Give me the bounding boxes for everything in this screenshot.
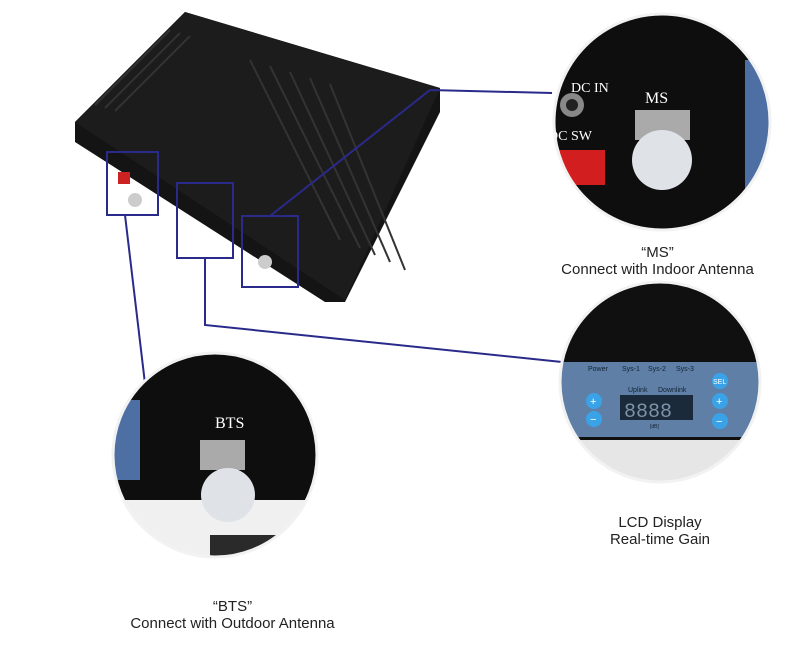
ms-caption-description: Connect with Indoor Antenna <box>561 261 754 278</box>
bts-caption: “BTS” Connect with Outdoor Antenna <box>90 598 375 632</box>
repeater-device <box>75 12 440 302</box>
sel-label: SEL <box>713 379 726 386</box>
sys1-label: Sys-1 <box>622 366 640 373</box>
dc-sw-label: DC SW <box>548 129 593 144</box>
bts-connector <box>128 193 142 207</box>
minus-label: − <box>716 416 722 428</box>
power-switch <box>118 172 130 184</box>
plus-label: + <box>716 396 722 408</box>
plus-button-right <box>712 393 728 409</box>
ms-caption: “MS” Connect with Indoor Antenna <box>520 244 795 278</box>
bts-port-label: BTS <box>215 415 244 432</box>
unit-label: [dB] <box>650 424 660 430</box>
minus-label: − <box>590 414 596 426</box>
lcd-zoom-circle: Power Sys-1 Sys-2 Sys-3 Uplink Downlink … <box>560 282 760 482</box>
lcd-caption-description: Real-time Gain <box>609 531 711 548</box>
lcd-caption-title: LCD Display <box>618 514 702 531</box>
bts-caption-description: Connect with Outdoor Antenna <box>130 615 335 632</box>
ms-connector <box>258 255 272 269</box>
sys2-label: Sys-2 <box>648 366 666 373</box>
dc-in-label: DC IN <box>571 81 609 96</box>
sys3-label: Sys-3 <box>676 366 694 373</box>
bts-zoom-circle: BTS <box>113 353 317 557</box>
bts-caption-title: “BTS” <box>212 598 253 615</box>
plus-label: + <box>590 396 596 408</box>
ms-port-label: MS <box>645 90 668 107</box>
uplink-label: Uplink <box>628 387 648 394</box>
sel-button <box>712 373 728 389</box>
ms-zoom-circle: DC IN DC SW MS <box>548 14 770 230</box>
ms-caption-title: “MS” <box>641 244 674 261</box>
gain-display: 8888 <box>624 401 672 424</box>
minus-button-right <box>712 413 728 429</box>
callout-lines <box>106 88 563 393</box>
plus-button-left <box>586 393 602 409</box>
power-label: Power <box>588 366 609 373</box>
lcd-caption: LCD Display Real-time Gain <box>560 514 760 548</box>
downlink-label: Downlink <box>658 387 687 394</box>
minus-button-left <box>586 411 602 427</box>
